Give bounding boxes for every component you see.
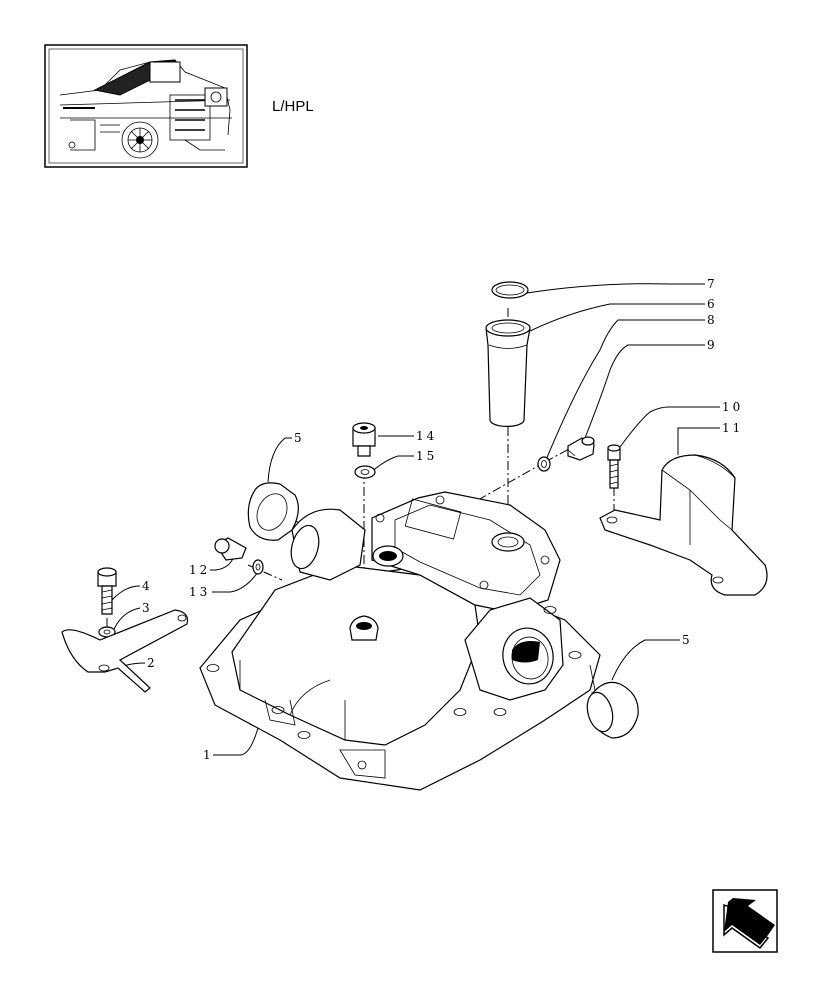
part-9-plug[interactable] xyxy=(567,436,595,461)
tractor-thumbnail[interactable] xyxy=(44,44,248,168)
callout-8: 8 xyxy=(707,313,718,327)
part-6-sleeve[interactable] xyxy=(485,319,531,427)
part-15-washer[interactable] xyxy=(354,465,376,479)
callout-5-top: 5 xyxy=(294,431,305,445)
model-label: L/HPL xyxy=(272,98,314,115)
part-4-bolt[interactable] xyxy=(97,567,117,615)
callout-15: 15 xyxy=(416,449,437,463)
next-page-arrow-icon[interactable] xyxy=(712,889,778,953)
callout-9: 9 xyxy=(707,338,718,352)
callout-2: 2 xyxy=(147,656,158,670)
callout-14: 14 xyxy=(416,429,437,443)
callout-6: 6 xyxy=(707,297,718,311)
callout-4: 4 xyxy=(142,579,153,593)
callout-3: 3 xyxy=(142,601,153,615)
part-5-plug-cap-right[interactable] xyxy=(583,681,639,739)
callout-1: 1 xyxy=(203,748,214,762)
part-14-screw[interactable] xyxy=(352,422,376,457)
part-5-seal-ring-left[interactable] xyxy=(247,482,299,541)
callout-10: 10 xyxy=(722,400,743,414)
callout-13: 13 xyxy=(189,585,210,599)
part-11-bracket[interactable] xyxy=(599,454,768,596)
callout-numbers: 7 6 8 9 10 11 5 14 15 12 13 4 3 2 1 5 xyxy=(142,277,743,762)
part-2-guide-plate[interactable] xyxy=(61,609,189,693)
part-8-washer[interactable] xyxy=(537,456,551,472)
callout-11: 11 xyxy=(722,421,743,435)
part-13-washer[interactable] xyxy=(252,559,264,575)
part-10-bolt[interactable] xyxy=(607,444,621,489)
callout-12: 12 xyxy=(189,563,210,577)
part-12-bolt[interactable] xyxy=(214,537,247,561)
part-1-lift-housing[interactable] xyxy=(199,491,601,791)
part-7-oring[interactable] xyxy=(491,281,529,299)
callout-7: 7 xyxy=(707,277,718,291)
callout-5-right: 5 xyxy=(682,633,693,647)
